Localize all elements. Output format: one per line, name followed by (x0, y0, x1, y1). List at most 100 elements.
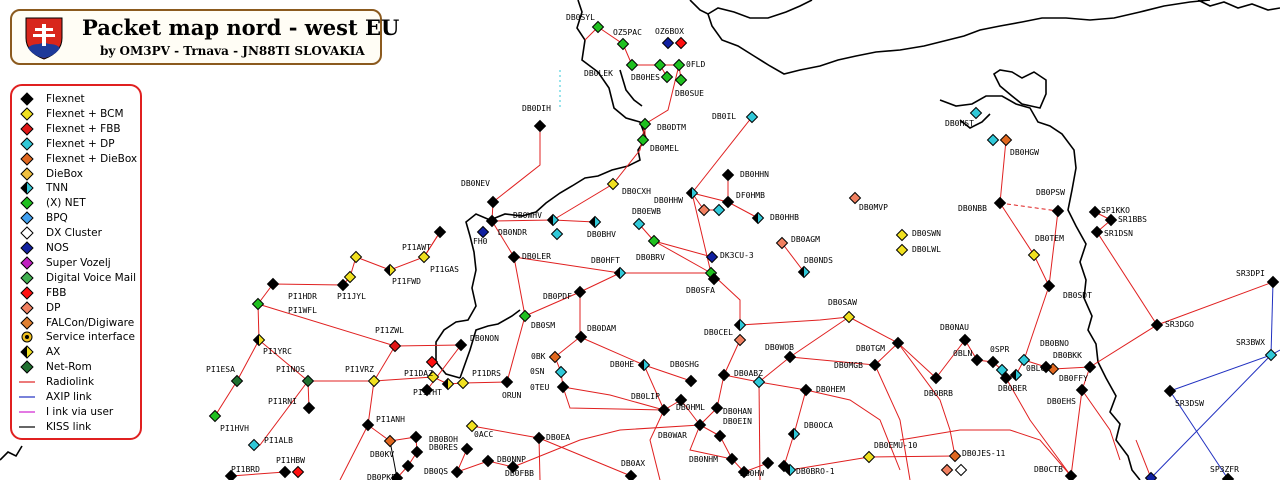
map-node[interactable] (1104, 213, 1118, 227)
map-node[interactable] (291, 465, 305, 479)
map-node[interactable] (862, 450, 876, 464)
map-node[interactable] (970, 353, 984, 367)
map-node[interactable] (383, 434, 397, 448)
map-node[interactable] (895, 228, 909, 242)
map-node[interactable] (684, 374, 698, 388)
map-node[interactable] (548, 350, 562, 364)
map-node[interactable] (940, 463, 954, 477)
map-node[interactable] (705, 250, 719, 264)
map-node[interactable] (367, 374, 381, 388)
map-node[interactable] (783, 463, 797, 477)
map-node[interactable] (632, 217, 646, 231)
map-node[interactable] (842, 310, 856, 324)
map-node[interactable] (302, 401, 316, 415)
map-node[interactable] (999, 133, 1013, 147)
map-node[interactable] (1221, 472, 1235, 480)
map-node[interactable] (707, 272, 721, 286)
map-node[interactable] (660, 70, 674, 84)
map-node[interactable] (954, 463, 968, 477)
map-node[interactable] (1017, 353, 1031, 367)
map-node[interactable] (1163, 384, 1177, 398)
map-node[interactable] (481, 454, 495, 468)
map-node[interactable] (230, 374, 244, 388)
map-node[interactable] (426, 370, 440, 384)
map-node[interactable] (712, 203, 726, 217)
map-node[interactable] (624, 469, 638, 480)
map-node[interactable] (420, 383, 434, 397)
map-node[interactable] (1088, 205, 1102, 219)
map-node[interactable] (343, 270, 357, 284)
map-node[interactable] (721, 195, 735, 209)
map-node[interactable] (591, 20, 605, 34)
map-node[interactable] (361, 418, 375, 432)
map-node[interactable] (948, 449, 962, 463)
map-node[interactable] (661, 36, 675, 50)
map-node[interactable] (653, 58, 667, 72)
map-node[interactable] (450, 465, 464, 479)
map-node[interactable] (388, 339, 402, 353)
map-node[interactable] (1064, 469, 1078, 480)
map-node[interactable] (1009, 368, 1023, 382)
map-node[interactable] (1042, 279, 1056, 293)
map-node[interactable] (636, 133, 650, 147)
map-node[interactable] (573, 285, 587, 299)
map-node[interactable] (685, 186, 699, 200)
map-node[interactable] (1090, 225, 1104, 239)
map-node[interactable] (799, 383, 813, 397)
map-node[interactable] (986, 133, 1000, 147)
map-node[interactable] (476, 225, 490, 239)
map-node[interactable] (301, 374, 315, 388)
map-node[interactable] (460, 442, 474, 456)
map-node[interactable] (1144, 471, 1158, 480)
map-node[interactable] (697, 203, 711, 217)
map-node[interactable] (208, 409, 222, 423)
map-node[interactable] (417, 250, 431, 264)
map-node[interactable] (518, 309, 532, 323)
map-node[interactable] (637, 358, 651, 372)
map-node[interactable] (401, 459, 415, 473)
map-node[interactable] (895, 243, 909, 257)
map-node[interactable] (710, 401, 724, 415)
map-node[interactable] (224, 469, 238, 480)
map-node[interactable] (986, 355, 1000, 369)
map-node[interactable] (349, 250, 363, 264)
map-node[interactable] (251, 297, 265, 311)
map-node[interactable] (441, 377, 455, 391)
map-node[interactable] (336, 278, 350, 292)
map-node[interactable] (969, 106, 983, 120)
map-node[interactable] (486, 195, 500, 209)
map-node[interactable] (657, 403, 671, 417)
map-node[interactable] (848, 191, 862, 205)
map-node[interactable] (1083, 360, 1097, 374)
map-node[interactable] (409, 430, 423, 444)
map-node[interactable] (532, 431, 546, 445)
map-node[interactable] (506, 460, 520, 474)
map-node[interactable] (674, 393, 688, 407)
map-node[interactable] (456, 376, 470, 390)
map-node[interactable] (252, 333, 266, 347)
map-node[interactable] (721, 168, 735, 182)
map-node[interactable] (546, 213, 560, 227)
map-node[interactable] (390, 471, 404, 480)
map-node[interactable] (745, 110, 759, 124)
map-node[interactable] (713, 429, 727, 443)
map-node[interactable] (674, 36, 688, 50)
map-node[interactable] (891, 336, 905, 350)
map-node[interactable] (613, 266, 627, 280)
map-node[interactable] (783, 350, 797, 364)
map-node[interactable] (433, 225, 447, 239)
map-node[interactable] (1264, 348, 1278, 362)
map-node[interactable] (717, 368, 731, 382)
map-node[interactable] (725, 452, 739, 466)
map-node[interactable] (606, 177, 620, 191)
map-node[interactable] (278, 465, 292, 479)
map-node[interactable] (638, 117, 652, 131)
map-node[interactable] (588, 215, 602, 229)
map-node[interactable] (693, 418, 707, 432)
map-node[interactable] (465, 419, 479, 433)
map-node[interactable] (507, 250, 521, 264)
map-node[interactable] (554, 365, 568, 379)
map-node[interactable] (929, 371, 943, 385)
map-node[interactable] (797, 265, 811, 279)
map-node[interactable] (574, 330, 588, 344)
